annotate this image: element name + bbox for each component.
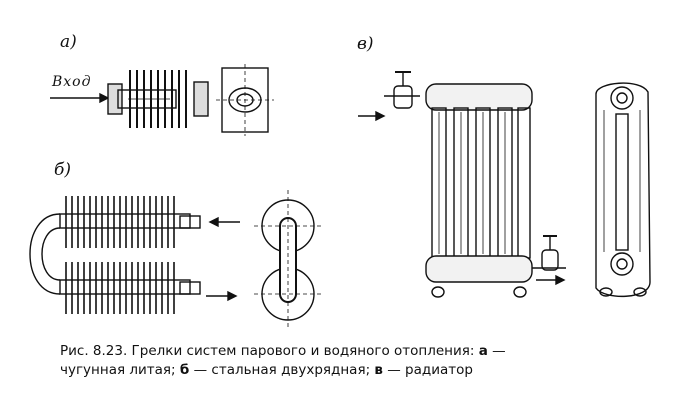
caption-dash-a: — (487, 343, 506, 359)
caption-desc-a: чугунная литая; (60, 362, 180, 378)
radiator-diagram (358, 71, 651, 298)
caption-letter-v: в (374, 362, 383, 378)
label-a: а) (60, 32, 77, 52)
label-v: в) (357, 34, 374, 54)
caption-desc-v: — радиатор (382, 362, 473, 378)
caption-prefix: Рис. 8.23. Грелки систем парового и водя… (60, 343, 479, 359)
caption-line-1: Рис. 8.23. Грелки систем парового и водя… (60, 342, 668, 361)
caption-desc-b: — стальная двухрядная; (189, 362, 375, 378)
figure-caption: Рис. 8.23. Грелки систем парового и водя… (60, 342, 668, 380)
caption-line-2: чугунная литая; б — стальная двухрядная;… (60, 361, 668, 380)
label-b: б) (54, 160, 72, 180)
caption-letter-b: б (179, 362, 190, 378)
caption-letter-a: а (478, 343, 488, 359)
steel-heater-diagram (29, 190, 322, 330)
inlet-label: Вход (52, 74, 92, 90)
cast-heater-diagram (50, 64, 274, 136)
